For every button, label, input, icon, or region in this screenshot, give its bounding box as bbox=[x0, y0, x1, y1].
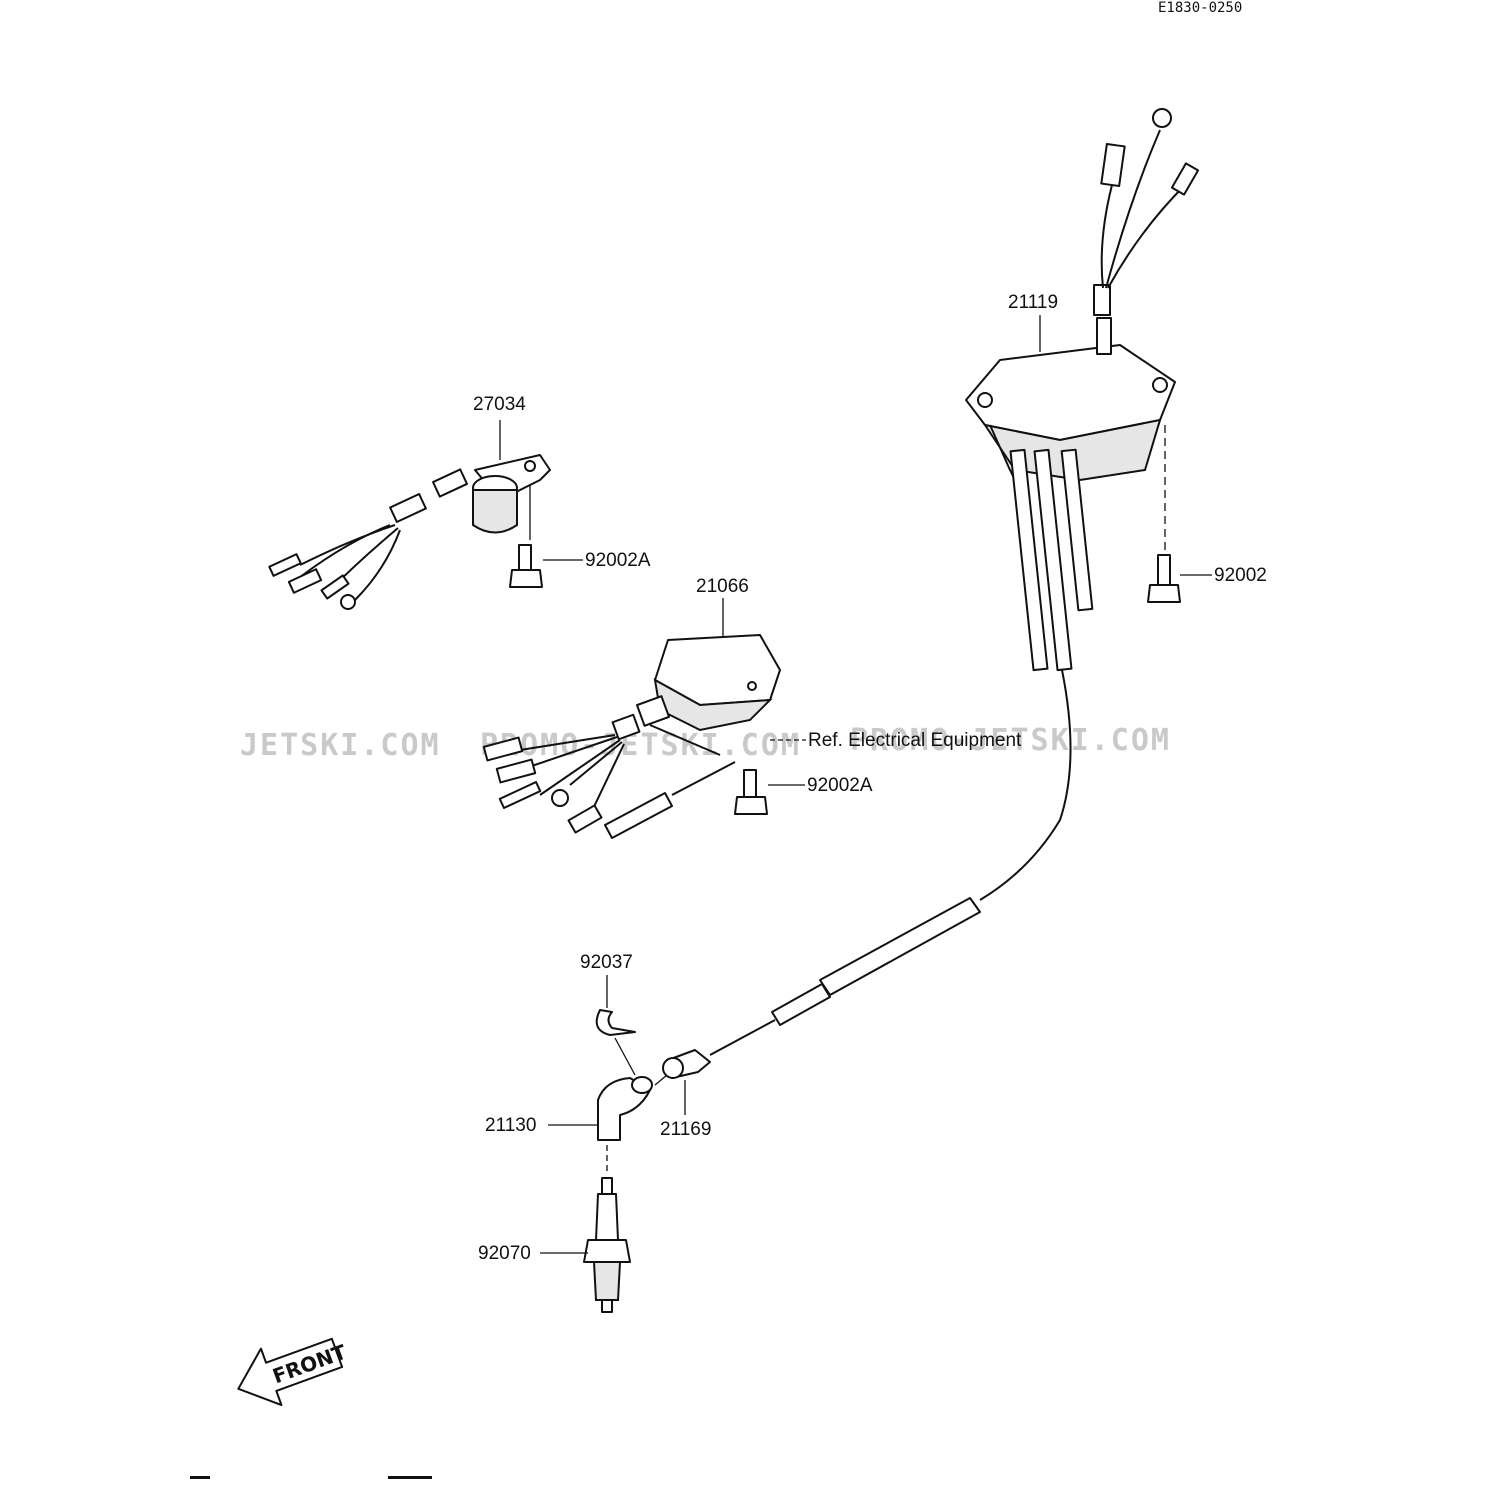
ref-note: Ref. Electrical Equipment bbox=[808, 730, 1022, 751]
bolt-92002A-top[interactable] bbox=[509, 544, 543, 588]
label-21169: 21169 bbox=[660, 1119, 711, 1140]
label-21130: 21130 bbox=[485, 1115, 536, 1136]
drawing-code: E1830-0250 bbox=[1158, 0, 1242, 16]
watermark-jetski: JETSKI.COM bbox=[240, 728, 441, 763]
bolt-92002[interactable] bbox=[1147, 554, 1181, 603]
label-92002A-mid: 92002A bbox=[807, 775, 873, 796]
ignition-lead bbox=[979, 669, 1072, 901]
plug-cap-21130[interactable] bbox=[597, 1076, 653, 1141]
watermark-promo-1: PROMO-JETSKI.COM bbox=[480, 728, 801, 763]
footer-mark-left bbox=[190, 1476, 210, 1479]
connector-21169[interactable] bbox=[662, 1049, 711, 1079]
label-92070: 92070 bbox=[478, 1243, 531, 1264]
label-27034: 27034 bbox=[473, 394, 526, 415]
label-92002A-top: 92002A bbox=[585, 550, 651, 571]
label-21066: 21066 bbox=[696, 576, 749, 597]
label-92002: 92002 bbox=[1214, 565, 1267, 586]
label-21119: 21119 bbox=[1008, 292, 1058, 313]
regulator-21066[interactable] bbox=[482, 634, 781, 839]
lead-sleeve bbox=[771, 897, 981, 1026]
cdi-unit-21119[interactable] bbox=[965, 108, 1200, 672]
clip-92037[interactable] bbox=[595, 1009, 636, 1036]
front-arrow-icon: FRONT bbox=[237, 1337, 350, 1407]
watermark-promo-2: PROMO-JETSKI.COM bbox=[850, 723, 1171, 758]
bolt-92002A-mid[interactable] bbox=[734, 769, 768, 815]
pulser-coil-27034[interactable] bbox=[268, 454, 551, 610]
spark-plug-92070[interactable] bbox=[583, 1177, 631, 1313]
footer-mark-right bbox=[388, 1476, 432, 1479]
label-92037: 92037 bbox=[580, 952, 633, 973]
